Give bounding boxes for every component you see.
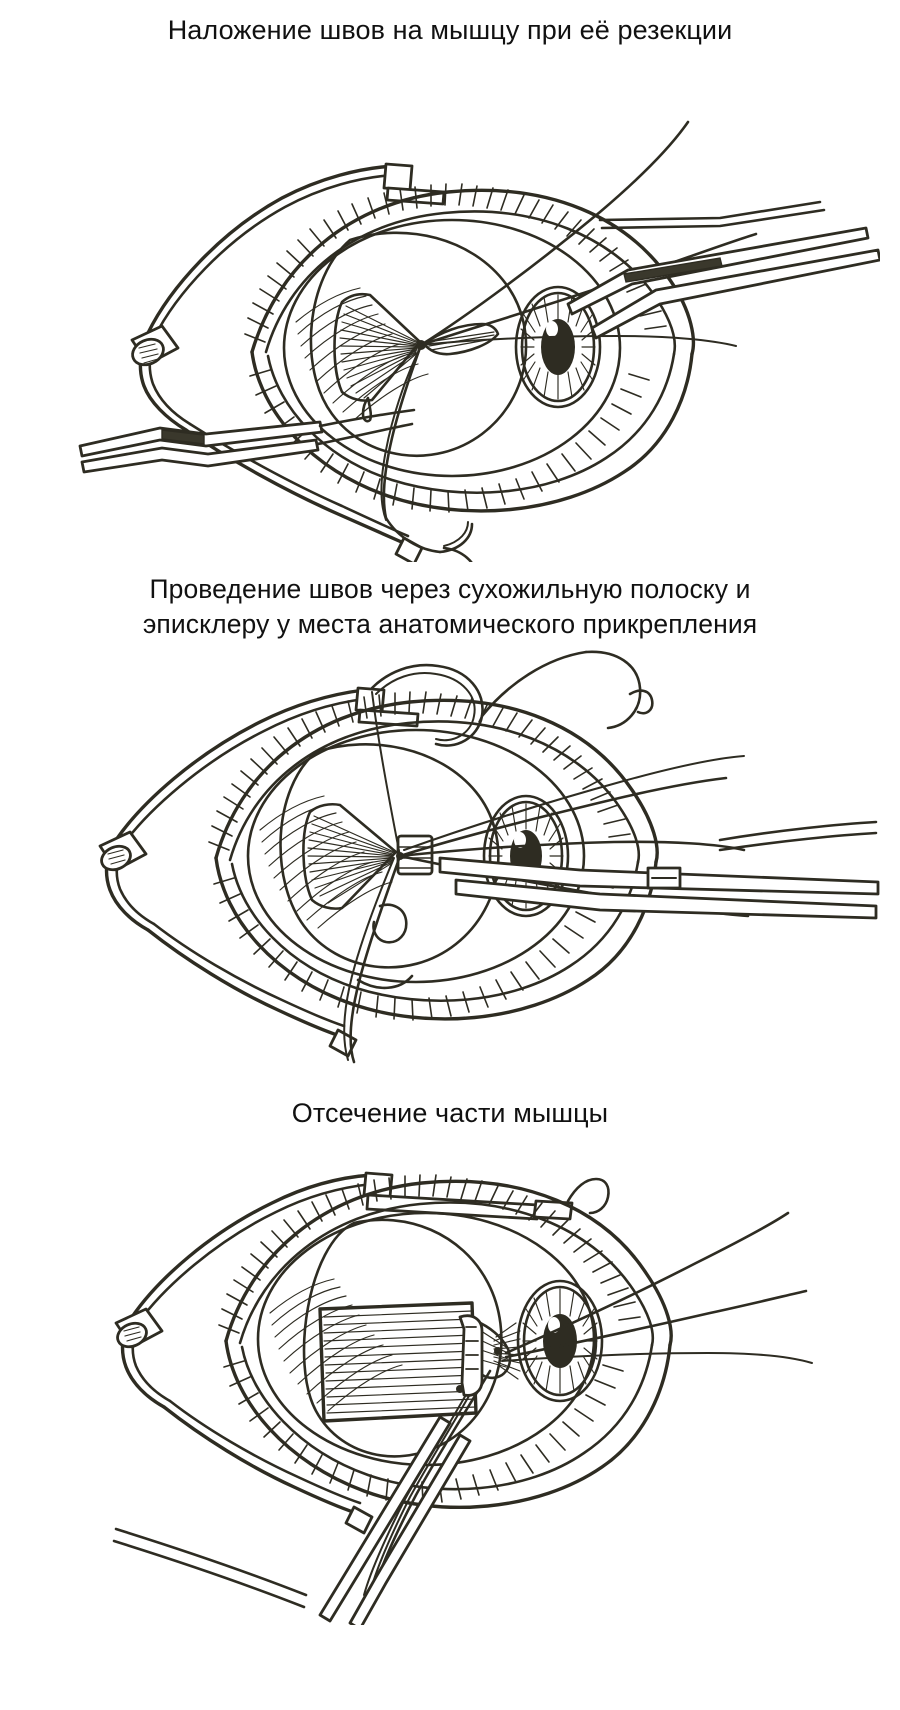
pupil [541,319,575,375]
cornea [309,231,528,458]
suture-knot [493,1322,521,1380]
panel-1-caption: Наложение швов на мышцу при её резекции [167,15,733,45]
muscle-hook [372,903,408,944]
panel-2-figure [98,650,880,1064]
eyelid-speculum [114,1171,610,1535]
suture-thread [361,120,758,562]
panel-1-figure [78,120,880,562]
panel-2-caption-line-2: эписклеру у места анатомического прикреп… [142,609,758,639]
rectus-muscle [302,802,434,910]
panel-3: Отсечение части мышцы [0,1071,900,1631]
needle-holder-forceps [566,200,880,340]
forceps [438,820,880,920]
tissue-forceps [78,408,416,474]
curved-needle [442,546,473,562]
lower-eyelid-lashes [223,1360,624,1504]
panel-3-figure [112,1171,813,1625]
upper-eyelid-lashes [218,1174,641,1334]
resected-muscle-segment [318,1301,512,1423]
iris [514,285,602,409]
eye-outline [214,698,659,1021]
sclera [246,728,586,984]
cornea [279,743,500,969]
suture-thread [363,1211,813,1596]
eyelid-speculum [130,162,446,562]
panel-1: Наложение швов на мышцу при её резекции [0,0,900,566]
clamp-forceps [456,1314,484,1397]
cornea [302,1218,503,1458]
scissors [112,1415,472,1625]
panel-2-caption-line-1: Проведение швов через сухожильную полоск… [149,574,751,604]
eye-outline [224,1179,673,1509]
panel-2: Проведение швов через сухожильную полоск… [0,566,900,1071]
panel-3-caption: Отсечение части мышцы [291,1098,609,1128]
upper-eyelid-lashes [244,183,667,343]
